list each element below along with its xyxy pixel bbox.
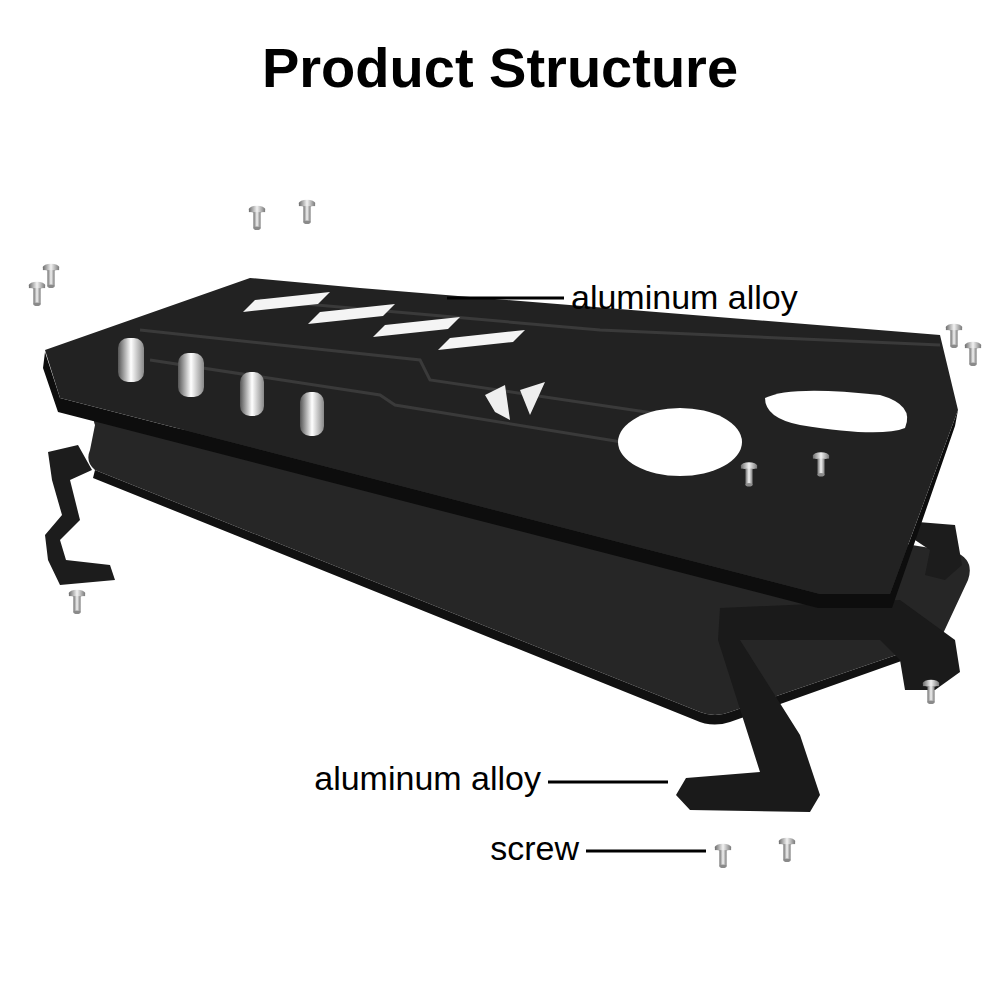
sensor-hole [765, 391, 907, 433]
title: Product Structure [262, 37, 738, 99]
button-holes [118, 338, 324, 436]
part-label: screw [490, 830, 579, 867]
corner-bracket [676, 600, 960, 812]
plate-slots [243, 292, 525, 350]
leader-line [548, 781, 668, 784]
corner-bracket [45, 445, 115, 585]
camera-hole [618, 408, 742, 476]
leader-line [586, 850, 706, 853]
plate-ridge [140, 300, 940, 445]
leader-line [447, 297, 564, 300]
part-label: aluminum alloy [571, 279, 798, 316]
logo-mark [485, 382, 545, 420]
corner-bracket [915, 522, 962, 580]
part-label: aluminum alloy [314, 760, 541, 797]
back-plate [45, 278, 958, 594]
screws [29, 200, 981, 868]
